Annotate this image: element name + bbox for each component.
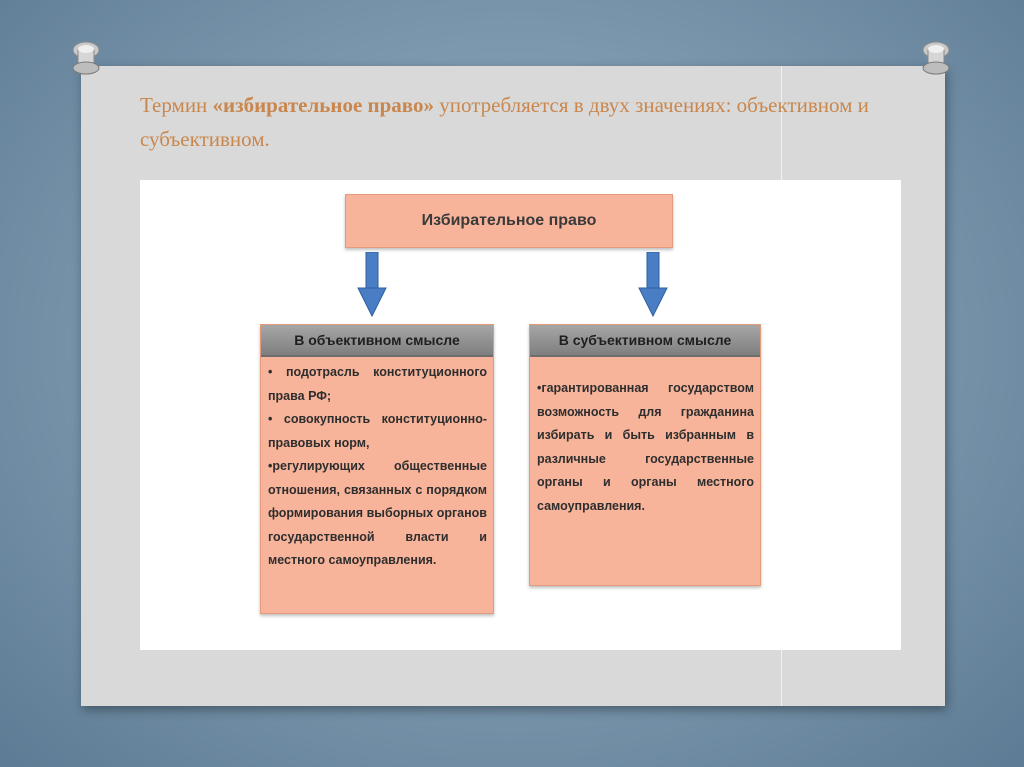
slide-title: Термин «избирательное право» употребляет… bbox=[140, 88, 950, 156]
objective-box: В объективном смысле • подотрасль консти… bbox=[260, 324, 494, 614]
title-suffix: употребляется в двух значениях: объектив… bbox=[140, 93, 869, 151]
list-item: •гарантированная государством возможност… bbox=[537, 381, 754, 513]
subjective-body: •гарантированная государством возможност… bbox=[530, 357, 760, 518]
title-emphasis: «избирательное право» bbox=[212, 93, 434, 117]
list-item: • совокупность конституционно-правовых н… bbox=[268, 412, 487, 450]
root-box: Избирательное право bbox=[345, 194, 673, 248]
diagram-panel: Избирательное право В объективном смысле… bbox=[140, 180, 901, 650]
title-prefix: Термин bbox=[140, 93, 213, 117]
subjective-heading: В субъективном смысле bbox=[530, 325, 760, 357]
pushpin-icon bbox=[922, 41, 950, 75]
pushpin-icon bbox=[72, 41, 100, 75]
list-item: • подотрасль конституционного права РФ; bbox=[268, 365, 487, 403]
arrow-down-icon bbox=[638, 252, 668, 318]
objective-heading: В объективном смысле bbox=[261, 325, 493, 357]
list-item: •регулирующих общественные отношения, св… bbox=[268, 459, 487, 567]
objective-body: • подотрасль конституционного права РФ; … bbox=[261, 357, 493, 573]
subjective-box: В субъективном смысле •гарантированная г… bbox=[529, 324, 761, 586]
arrow-down-icon bbox=[357, 252, 387, 318]
